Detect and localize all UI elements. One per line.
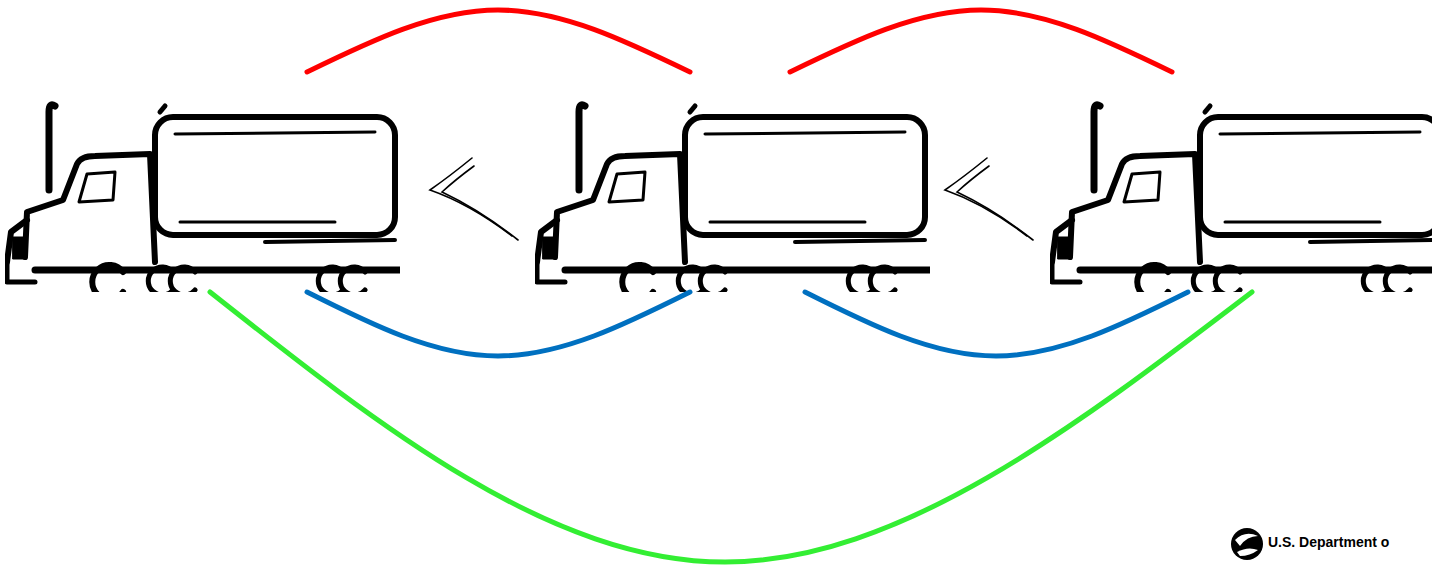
signal-wave bbox=[945, 158, 1033, 240]
signal-arc bbox=[307, 10, 690, 72]
truck-node bbox=[1050, 72, 1432, 292]
signal-arc bbox=[790, 10, 1172, 72]
truck-node bbox=[535, 72, 930, 292]
signal-wave bbox=[430, 158, 518, 240]
agency-name: U.S. Department o bbox=[1268, 534, 1389, 550]
truck-node bbox=[5, 72, 400, 292]
signal-arc bbox=[210, 292, 1252, 562]
dot-logo bbox=[1231, 528, 1263, 560]
signal-arc bbox=[307, 292, 690, 356]
truck-illustration bbox=[1050, 72, 1432, 292]
truck-illustration bbox=[5, 72, 400, 292]
signal-arc bbox=[805, 292, 1188, 356]
truck-illustration bbox=[535, 72, 930, 292]
